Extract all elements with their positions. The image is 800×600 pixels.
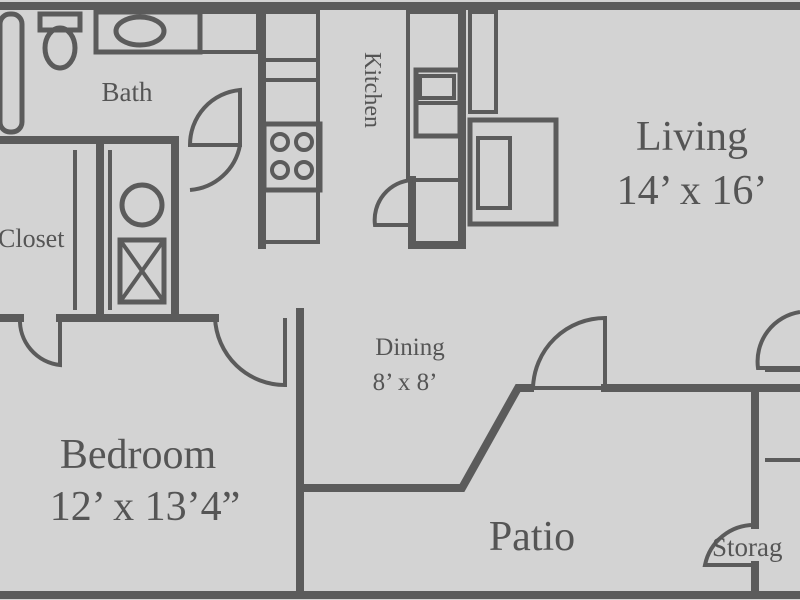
patio-label: Patio [489,514,575,560]
doors [17,87,800,567]
counter-left [260,10,320,244]
burner-3 [270,160,290,180]
storage-door-top [755,310,800,370]
counter-right [406,10,466,182]
counter-extension [198,10,260,54]
storage-door-bottom [702,522,756,567]
bath-door-arc-2 [189,144,242,192]
storage-label: Storag [712,532,783,562]
dining-label: Dining [375,334,445,361]
bedroom-door [213,317,287,388]
pantry [468,10,498,114]
bath-door [187,87,242,147]
dishwasher [418,74,456,100]
furnace-unit [117,237,167,305]
utility-closet [117,182,167,305]
burner-4 [294,160,314,180]
pantry-door [372,178,413,227]
dining-size: 8’ x 8’ [373,369,438,396]
patio-door [530,315,607,390]
refrigerator [467,117,559,227]
closet-label: Closet [0,224,65,253]
bedroom-label: Bedroom [60,432,217,478]
sink-bowl [113,14,167,48]
stove [261,121,323,193]
refrigerator-inner [476,136,512,210]
burner-1 [270,132,290,152]
bathtub [0,11,25,135]
patio-top-wall [296,384,534,492]
living-size: 14’ x 16’ [617,168,768,214]
bath-label: Bath [102,77,153,107]
furnace-x-2 [118,238,166,304]
bedroom-size: 12’ x 13’4” [50,484,241,530]
kitchen-wall-bottom [408,176,466,249]
closet-door [17,317,62,368]
bath-fixtures [0,9,260,135]
burner-2 [294,132,314,152]
kitchen-label: Kitchen [359,52,385,128]
water-heater [119,182,165,228]
room-labels: Bath Kitchen Living 14’ x 16’ Closet Din… [0,52,783,562]
living-label: Living [636,114,748,160]
kitchen-fixtures [260,10,559,244]
toilet-bowl [42,25,78,71]
